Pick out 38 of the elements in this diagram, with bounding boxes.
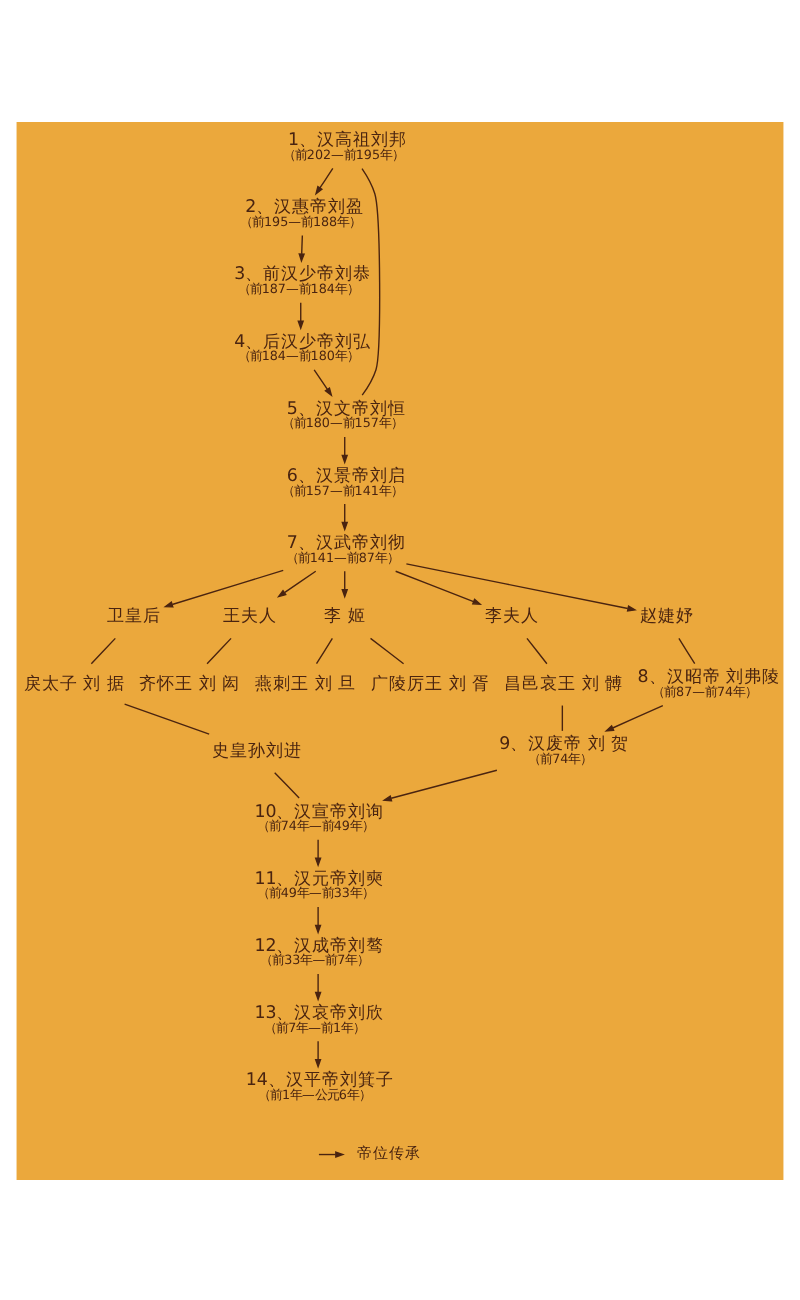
arrow — [314, 166, 334, 195]
connector — [526, 636, 548, 664]
arrow — [298, 233, 306, 262]
node-text: 昌邑哀王 刘 髆 — [504, 673, 624, 694]
connector — [274, 770, 300, 798]
arrow — [394, 569, 483, 604]
node-text: 齐怀王 刘 闳 — [139, 673, 241, 694]
arrow — [314, 905, 322, 934]
arrow — [341, 569, 349, 598]
arrow — [314, 972, 322, 1001]
arrow — [341, 435, 349, 464]
arrow — [341, 502, 349, 531]
node-text: 李 姬 — [324, 606, 366, 627]
node-text: 王夫人 — [223, 606, 278, 627]
connector — [206, 636, 232, 664]
arrow — [604, 703, 664, 731]
arrow — [313, 368, 333, 396]
node-text: 李夫人 — [484, 606, 539, 627]
connector — [678, 636, 696, 664]
connector — [315, 636, 334, 664]
connector — [361, 166, 381, 395]
arrow — [314, 1039, 322, 1068]
connector — [561, 703, 564, 731]
connector — [369, 636, 405, 664]
node-text: 戾太子 刘 据 — [23, 673, 125, 694]
arrow — [405, 562, 637, 611]
arrow — [314, 838, 322, 867]
node-text: 燕刺王 刘 旦 — [255, 673, 357, 694]
arrow — [276, 569, 317, 597]
node-text: 广陵厉王 刘 胥 — [371, 673, 491, 694]
connector — [90, 636, 116, 664]
node-text: 赵婕妤 — [639, 606, 694, 627]
node-text: 卫皇后 — [107, 606, 162, 627]
arrow — [163, 568, 284, 607]
arrow — [297, 301, 305, 330]
arrow — [382, 768, 498, 801]
connector — [123, 702, 210, 734]
node-text: 史皇孙刘进 — [211, 740, 302, 761]
